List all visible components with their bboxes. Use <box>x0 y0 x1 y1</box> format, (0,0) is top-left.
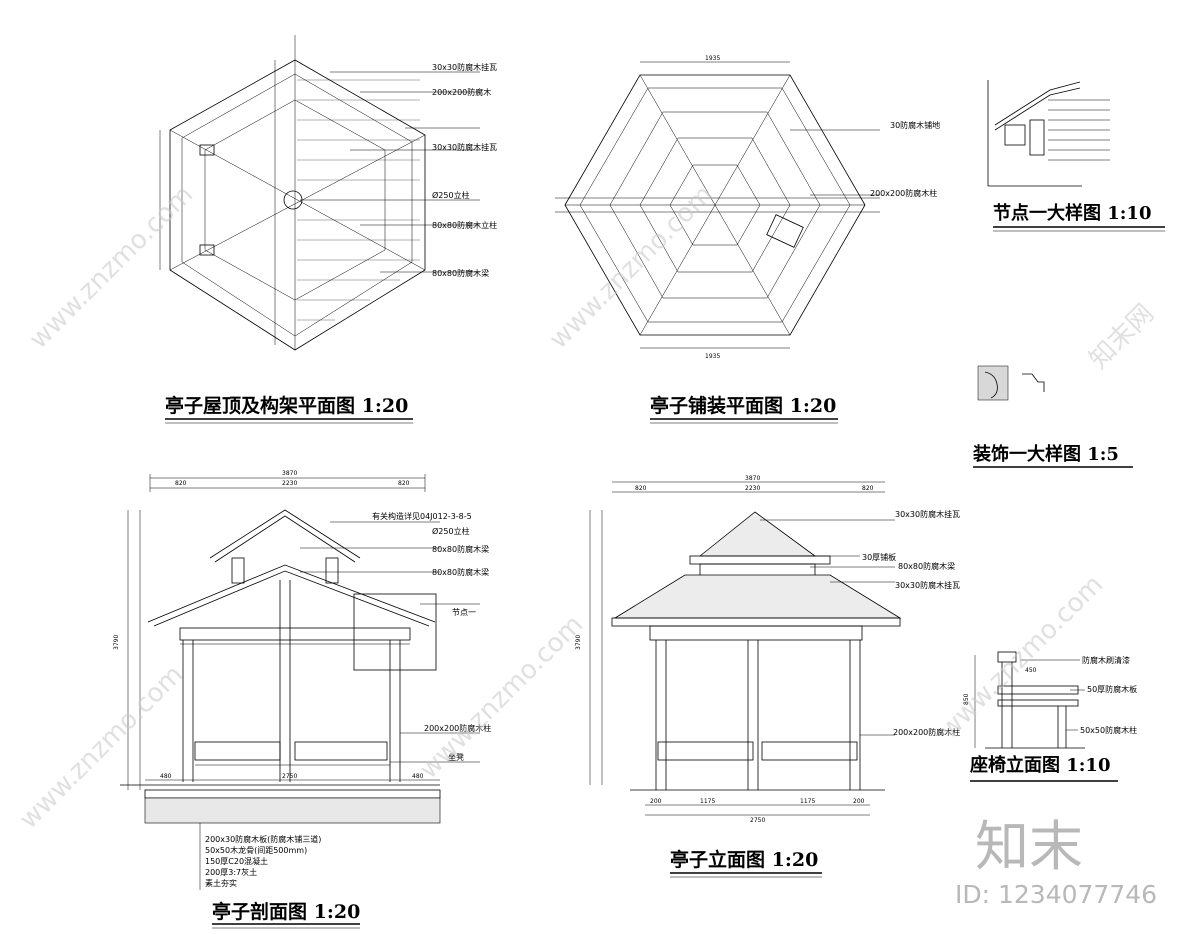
elev-height-dim: 3790 <box>575 635 582 650</box>
section-mid-dim: 2230 <box>282 480 297 487</box>
bench-w-dim: 450 <box>1025 667 1037 674</box>
section-note-5: 200x200防腐木柱 <box>424 723 491 733</box>
roof-note-3: Ø250立柱 <box>432 190 470 200</box>
watermark-url-1: www.znzmo.com <box>24 180 199 355</box>
section-note-3: 80x80防腐木梁 <box>432 567 489 577</box>
roof-note-0: 30x30防腐木挂瓦 <box>432 62 497 72</box>
bench-drawing: 850 450 <box>963 651 1085 749</box>
bench-note-2: 50x50防腐木柱 <box>1080 725 1137 735</box>
section-overhang-dim-r: 480 <box>412 773 424 780</box>
section-drawing: 3870 2230 820 820 3790 480 <box>113 470 480 890</box>
elevation-title: 亭子立面图 1:20 <box>670 848 818 871</box>
elev-note-3: 30x30防腐木挂瓦 <box>895 580 960 590</box>
roof-note-1: 200x200防腐木 <box>432 87 491 97</box>
section-note-1: Ø250立柱 <box>432 526 470 536</box>
elevation-drawing: 3870 2230 820 820 3790 200 1175 1175 200… <box>575 475 902 824</box>
decor-detail-title: 装饰一大样图 1:5 <box>973 443 1119 465</box>
paving-note-1: 200x200防腐木柱 <box>870 188 937 198</box>
section-note-4: 节点一 <box>452 608 476 617</box>
foundation-note-3: 200厚3:7灰土 <box>205 867 257 877</box>
elev-side-dim-r: 820 <box>862 485 874 492</box>
section-side-dim-r: 820 <box>398 480 410 487</box>
elev-note-0: 30x30防腐木挂瓦 <box>895 509 960 519</box>
node-detail-title: 节点一大样图 1:10 <box>993 202 1151 224</box>
section-bottom-dim: 2750 <box>282 773 297 780</box>
section-note-0: 有关构造详见04J012-3-8-5 <box>372 511 472 521</box>
paving-note-0: 30防腐木铺地 <box>890 120 940 130</box>
roof-note-2: 30x30防腐木挂瓦 <box>432 142 497 152</box>
watermark-url-4: www.znzmo.com <box>414 610 589 785</box>
bench-note-1: 50厚防腐木板 <box>1087 684 1137 694</box>
node-detail-drawing <box>987 80 1110 187</box>
foundation-note-4: 素土夯实 <box>205 878 237 888</box>
paving-plan-drawing: 1935 1935 <box>555 55 880 360</box>
watermark-cn: 知末网 <box>1084 299 1160 375</box>
elev-mid-dim: 2230 <box>745 485 760 492</box>
paving-plan-title: 亭子铺装平面图 1:20 <box>650 394 836 417</box>
section-height-dim: 3790 <box>113 635 120 650</box>
watermark-logo: 知末 <box>975 815 1083 878</box>
section-title: 亭子剖面图 1:20 <box>212 900 360 923</box>
watermark-layer: www.znzmo.com www.znzmo.com www.znzmo.co… <box>14 180 1160 835</box>
foundation-note-0: 200x30防腐木板(防腐木铺三道) <box>205 834 321 844</box>
roof-note-5: 80x80防腐木梁 <box>432 268 489 278</box>
elev-note-2: 80x80防腐木梁 <box>898 561 955 571</box>
roof-note-4: 80x80防腐木立柱 <box>432 220 497 230</box>
section-note-2: 80x80防腐木梁 <box>432 544 489 554</box>
section-note-6: 坐凳 <box>448 752 464 762</box>
section-side-dim-l: 820 <box>175 480 187 487</box>
elev-span-dim-a: 200 <box>650 798 662 805</box>
bench-note-0: 防腐木刷清漆 <box>1082 655 1130 665</box>
foundation-note-2: 150厚C20混凝土 <box>205 856 268 866</box>
elev-span-dim-c: 1175 <box>800 798 815 805</box>
section-total-dim: 3870 <box>282 470 297 477</box>
paving-top-dim: 1935 <box>705 55 720 62</box>
elev-bottom-dim: 2750 <box>750 817 765 824</box>
elev-side-dim-l: 820 <box>635 485 647 492</box>
roof-plan-drawing: 30x30防腐木挂瓦 200x200防腐木 30x30防腐木挂瓦 Ø250立柱 … <box>159 35 497 351</box>
bench-title: 座椅立面图 1:10 <box>970 754 1110 776</box>
elev-span-dim-b: 1175 <box>700 798 715 805</box>
decor-detail-drawing <box>977 365 1045 401</box>
elev-span-dim-d: 200 <box>853 798 865 805</box>
watermark-url-2: www.znzmo.com <box>544 180 719 355</box>
roof-plan-title: 亭子屋顶及构架平面图 1:20 <box>165 394 408 417</box>
section-overhang-dim-l: 480 <box>160 773 172 780</box>
elev-note-4: 200x200防腐木柱 <box>893 727 960 737</box>
paving-bottom-dim: 1935 <box>705 353 720 360</box>
watermark-id: ID: 1234077746 <box>955 880 1157 909</box>
elev-total-dim: 3870 <box>745 475 760 482</box>
elev-note-1: 30厚铺板 <box>862 552 896 562</box>
foundation-note-1: 50x50木龙骨(间距500mm) <box>205 845 307 855</box>
bench-h-dim: 850 <box>963 693 970 705</box>
